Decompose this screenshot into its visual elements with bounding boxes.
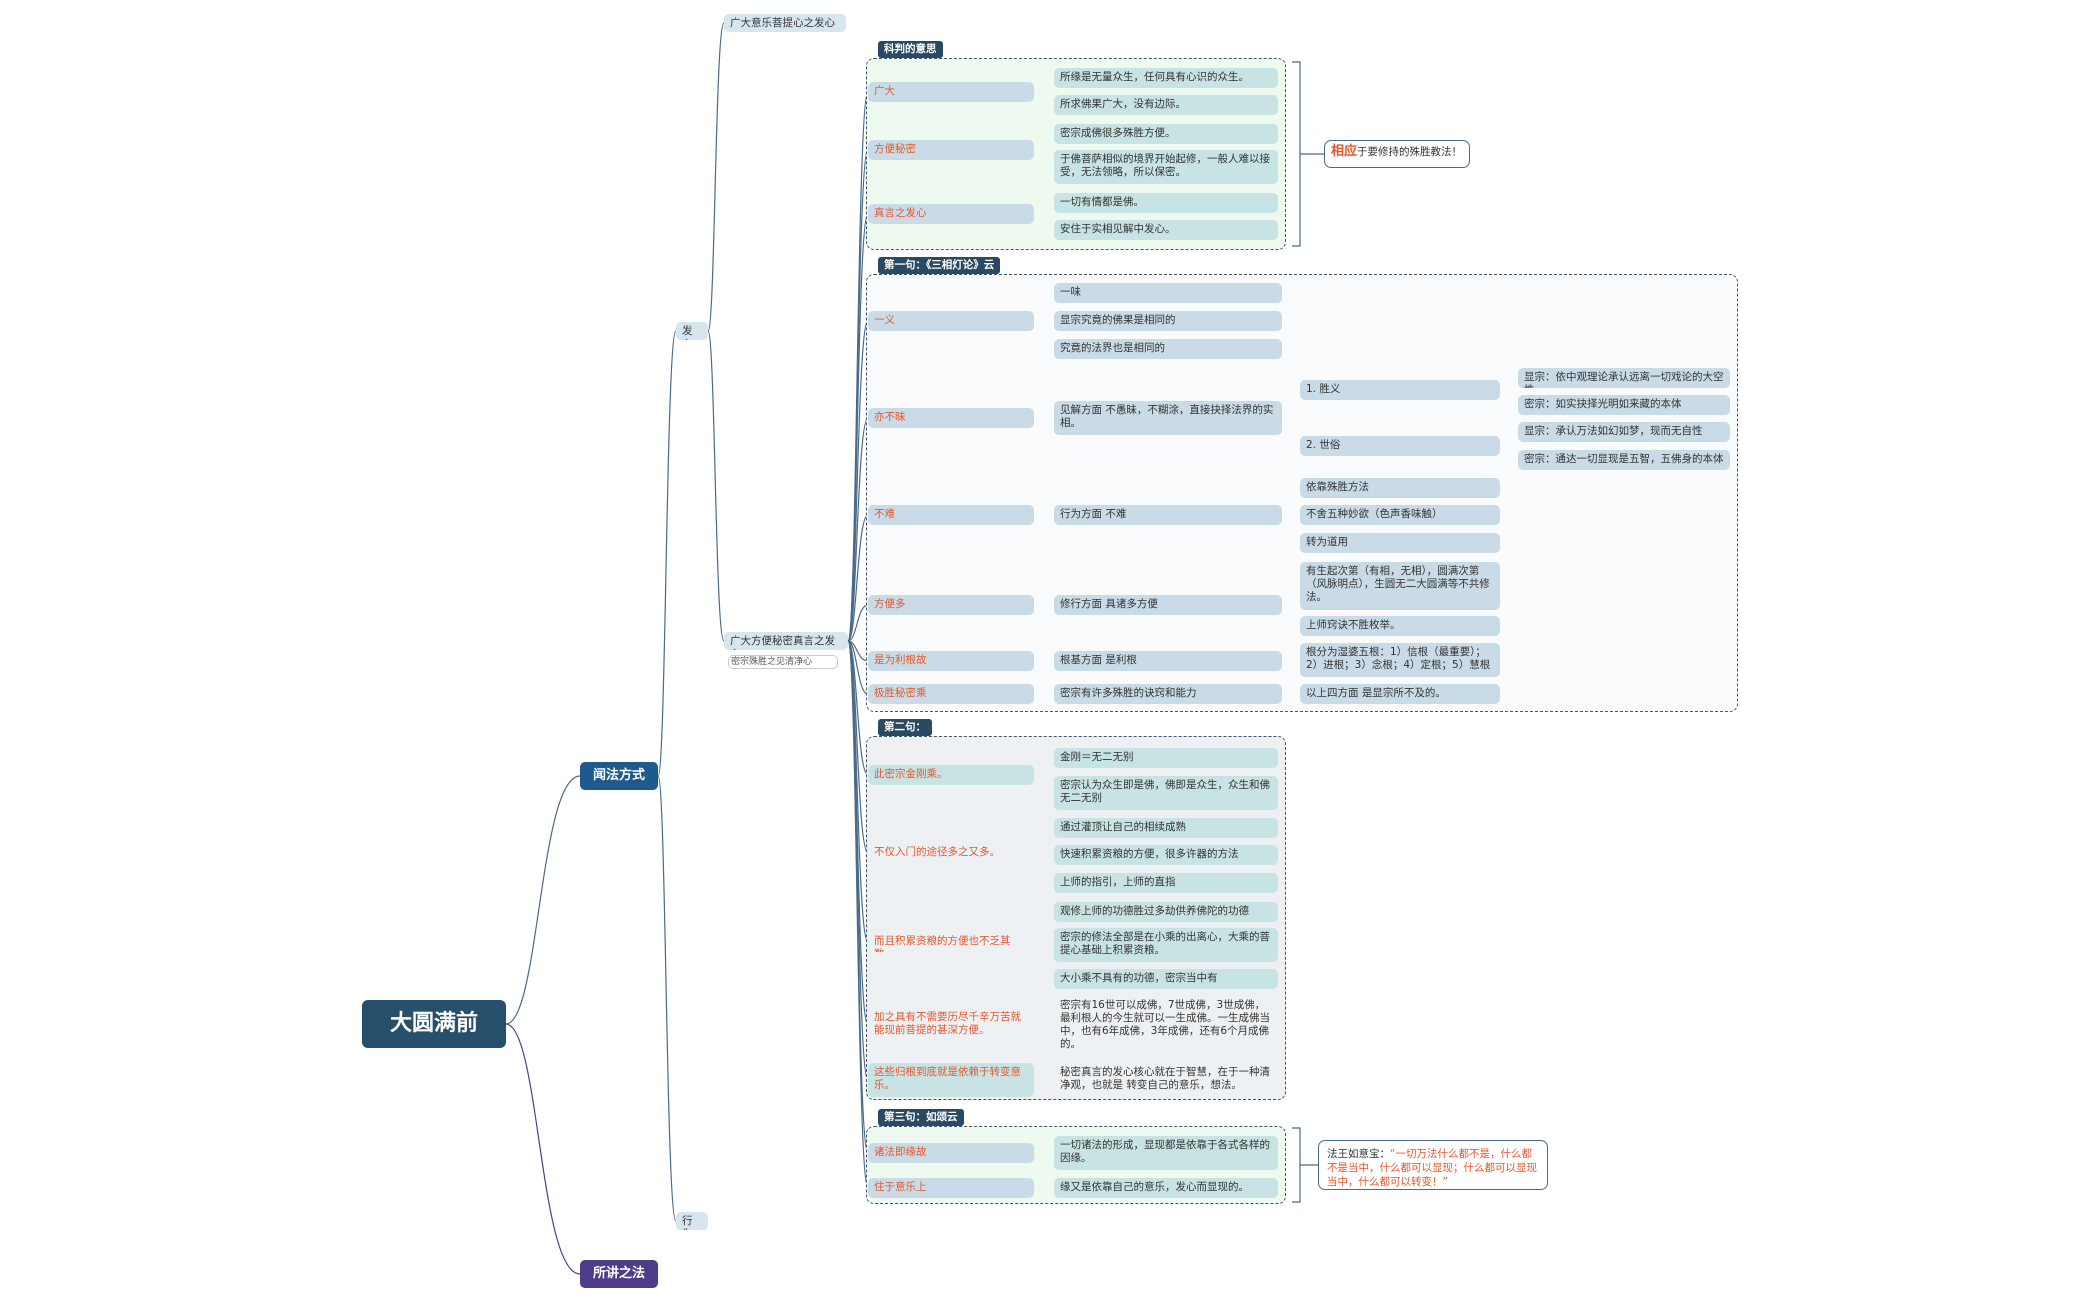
g2-practice-leaf-2[interactable]: 不舍五种妙欲（色声香味触） (1300, 505, 1500, 525)
g3-leaf-2[interactable]: 密宗认为众生即是佛，佛即是众生，众生和佛无二无别 (1054, 776, 1278, 810)
g1-leaf-6[interactable]: 安住于实相见解中发心。 (1054, 220, 1278, 240)
g2-yiyi-leaf-1[interactable]: 一味 (1054, 283, 1282, 303)
g2-cat-yiyi[interactable]: 一义 (868, 311, 1034, 331)
node-xing-wei[interactable]: 行为 (676, 1212, 708, 1230)
g3-cat-5[interactable]: 这些归根到底就是依赖于转变意乐。 (868, 1063, 1034, 1097)
g4-cat-2[interactable]: 住于意乐上 (868, 1178, 1034, 1198)
main-node-method[interactable]: 闻法方式 (580, 762, 658, 790)
g2-yiyi-leaf-3[interactable]: 究竟的法界也是相同的 (1054, 339, 1282, 359)
callout-fawang-quote: “一切万法什么都不是，什么都不是当中，什么都可以显现；什么都可以显现当中，什么都… (1327, 1148, 1537, 1188)
g1-cat-2[interactable]: 方便秘密 (868, 140, 1034, 160)
g4-leaf-1[interactable]: 一切诸法的形成，显现都是依靠于各式各样的因缘。 (1054, 1136, 1278, 1170)
g4-cat-1[interactable]: 诸法即缘故 (868, 1143, 1034, 1163)
main-node-taught[interactable]: 所讲之法 (580, 1260, 658, 1288)
group-second-verse-tag: 第二句： (878, 719, 932, 736)
g2-yiyi-leaf-2[interactable]: 显宗究竟的佛果是相同的 (1054, 311, 1282, 331)
g3-leaf-7[interactable]: 密宗的修法全部是在小乘的出离心，大乘的菩提心基础上积累资粮。 (1054, 928, 1278, 962)
g3-cat-4[interactable]: 加之具有不需要历尽千辛万苦就能现前菩提的甚深方便。 (868, 1008, 1034, 1042)
g2-sheng-yi[interactable]: 1. 胜义 (1300, 380, 1500, 400)
group-third-verse-tag: 第三句：如颂云 (878, 1109, 964, 1126)
g3-leaf-5[interactable]: 上师的指引，上师的直指 (1054, 873, 1278, 893)
g2-practice[interactable]: 行为方面 不难 (1054, 505, 1282, 525)
g2-shi-su[interactable]: 2. 世俗 (1300, 436, 1500, 456)
g1-leaf-4[interactable]: 于佛菩萨相似的境界开始起修，一般人难以接受，无法领略，所以保密。 (1054, 150, 1278, 184)
g2-practice-leaf-1[interactable]: 依靠殊胜方法 (1300, 478, 1500, 498)
g3-leaf-8[interactable]: 大小乘不具有的功德，密宗当中有 (1054, 969, 1278, 989)
g2-view-leaf-4[interactable]: 密宗：通达一切显现是五智，五佛身的本体 (1518, 450, 1730, 470)
g2-cat-ligen[interactable]: 是为利根故 (868, 651, 1034, 671)
g2-cat-bumei[interactable]: 亦不昧 (868, 408, 1034, 428)
g3-cat-3[interactable]: 而且积累资粮的方便也不乏其数。 (868, 932, 1034, 952)
g1-leaf-1[interactable]: 所缘是无量众生，任何具有心识的众生。 (1054, 68, 1278, 88)
g2-cat-mimi[interactable]: 极胜秘密乘 (868, 684, 1034, 704)
g3-cat-1[interactable]: 此密宗金刚乘。 (868, 765, 1034, 785)
root-node[interactable]: 大圆满前行 (362, 1000, 506, 1048)
g3-cat-2[interactable]: 不仅入门的途径多之又多。 (868, 843, 1034, 863)
g2-view-leaf-1[interactable]: 显宗：依中观理论承认远离一切戏论的大空性 (1518, 368, 1730, 388)
node-broad-bodhicitta[interactable]: 广大意乐菩提心之发心 (724, 14, 846, 32)
g3-leaf-6[interactable]: 观修上师的功德胜过多劫供养佛陀的功德 (1054, 902, 1278, 922)
g1-cat-1[interactable]: 广大 (868, 82, 1034, 102)
g2-method-leaf-1[interactable]: 有生起次第（有相，无相），圆满次第（风脉明点），生圆无二大圆满等不共修法。 (1300, 562, 1500, 610)
callout-xiang-ying[interactable]: 相应于要修持的殊胜教法！ (1324, 140, 1470, 168)
g2-ability-leaf[interactable]: 以上四方面 是显宗所不及的。 (1300, 684, 1500, 704)
node-secret-note: 密宗殊胜之见清净心 (728, 655, 838, 669)
g3-leaf-1[interactable]: 金刚＝无二无别 (1054, 748, 1278, 768)
g1-leaf-2[interactable]: 所求佛果广大，没有边际。 (1054, 95, 1278, 115)
callout-highlight: 相应 (1331, 144, 1358, 159)
g2-root-faculty[interactable]: 根基方面 是利根 (1054, 651, 1282, 671)
callout-text: 于要修持的殊胜教法！ (1357, 146, 1463, 158)
g3-leaf-4[interactable]: 快速积累资粮的方便，很多许器的方法 (1054, 845, 1278, 865)
g3-leaf-3[interactable]: 通过灌顶让自己的相续成熟 (1054, 818, 1278, 838)
callout-fawang-prefix: 法王如意宝： (1327, 1148, 1390, 1160)
g1-cat-3[interactable]: 真言之发心 (868, 204, 1034, 224)
g2-view[interactable]: 见解方面 不愚昧，不糊涂，直接抉择法界的实相。 (1054, 401, 1282, 435)
g2-root-faculty-leaf[interactable]: 根分为湿婆五根：1）信根（最重要）；2）进根；3）念根；4）定根；5）慧根 (1300, 643, 1500, 677)
g4-leaf-2[interactable]: 缘又是依靠自己的意乐，发心而显现的。 (1054, 1178, 1278, 1198)
g2-cat-bunan[interactable]: 不难 (868, 505, 1034, 525)
g1-leaf-5[interactable]: 一切有情都是佛。 (1054, 193, 1278, 213)
g3-leaf-10[interactable]: 秘密真言的发心核心就在于智慧，在于一种清净观，也就是 转变自己的意乐，想法。 (1060, 1066, 1270, 1091)
g2-practice-leaf-3[interactable]: 转为道用 (1300, 533, 1500, 553)
g3-leaf-9[interactable]: 密宗有16世可以成佛，7世成佛，3世成佛，最利根人的今生就可以一生成佛。一生成佛… (1060, 999, 1270, 1050)
callout-fawang[interactable]: 法王如意宝：“一切万法什么都不是，什么都不是当中，什么都可以显现；什么都可以显现… (1318, 1140, 1548, 1190)
g2-method-leaf-2[interactable]: 上师窍诀不胜枚举。 (1300, 616, 1500, 636)
g1-leaf-3[interactable]: 密宗成佛很多殊胜方便。 (1054, 124, 1278, 144)
g2-method[interactable]: 修行方面 具诸多方便 (1054, 595, 1282, 615)
node-fa-xin[interactable]: 发心 (676, 322, 708, 340)
g2-cat-fangbian[interactable]: 方便多 (868, 595, 1034, 615)
g2-ability[interactable]: 密宗有许多殊胜的诀窍和能力 (1054, 684, 1282, 704)
g2-view-leaf-2[interactable]: 密宗：如实抉择光明如来藏的本体 (1518, 395, 1730, 415)
group-first-verse-tag: 第一句：《三相灯论》云 (878, 257, 1001, 274)
g2-view-leaf-3[interactable]: 显宗：承认万法如幻如梦，现而无自性 (1518, 422, 1730, 442)
group-ke-pan-tag: 科判的意思 (878, 41, 943, 58)
